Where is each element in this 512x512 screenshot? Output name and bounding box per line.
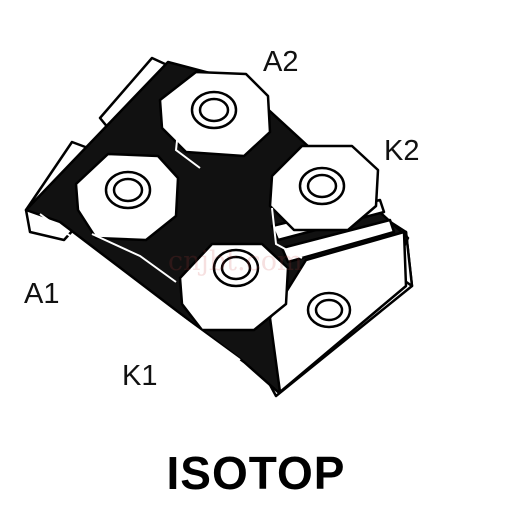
body-edge-highlight [174, 93, 201, 169]
body-edge-highlight [91, 233, 177, 283]
body-step-strip [280, 218, 396, 264]
mounting-hole-inner [314, 298, 344, 322]
body-edge-highlight [39, 213, 241, 361]
terminal-hole-a1-inner [112, 177, 144, 203]
terminal-hole-k2-inner [306, 173, 338, 199]
terminal-hole-a2-inner [198, 97, 230, 123]
terminal-label-k2: K2 [384, 135, 420, 167]
terminal-label-k1: K1 [122, 360, 158, 392]
terminal-label-a1: A1 [24, 278, 60, 310]
terminal-label-a2: A2 [263, 46, 299, 78]
package-name-title: ISOTOP [166, 447, 346, 499]
watermark-text: cnjbt.com [168, 246, 303, 277]
body-edge-highlight [271, 207, 303, 259]
terminal-hole-k1-inner [220, 255, 252, 281]
